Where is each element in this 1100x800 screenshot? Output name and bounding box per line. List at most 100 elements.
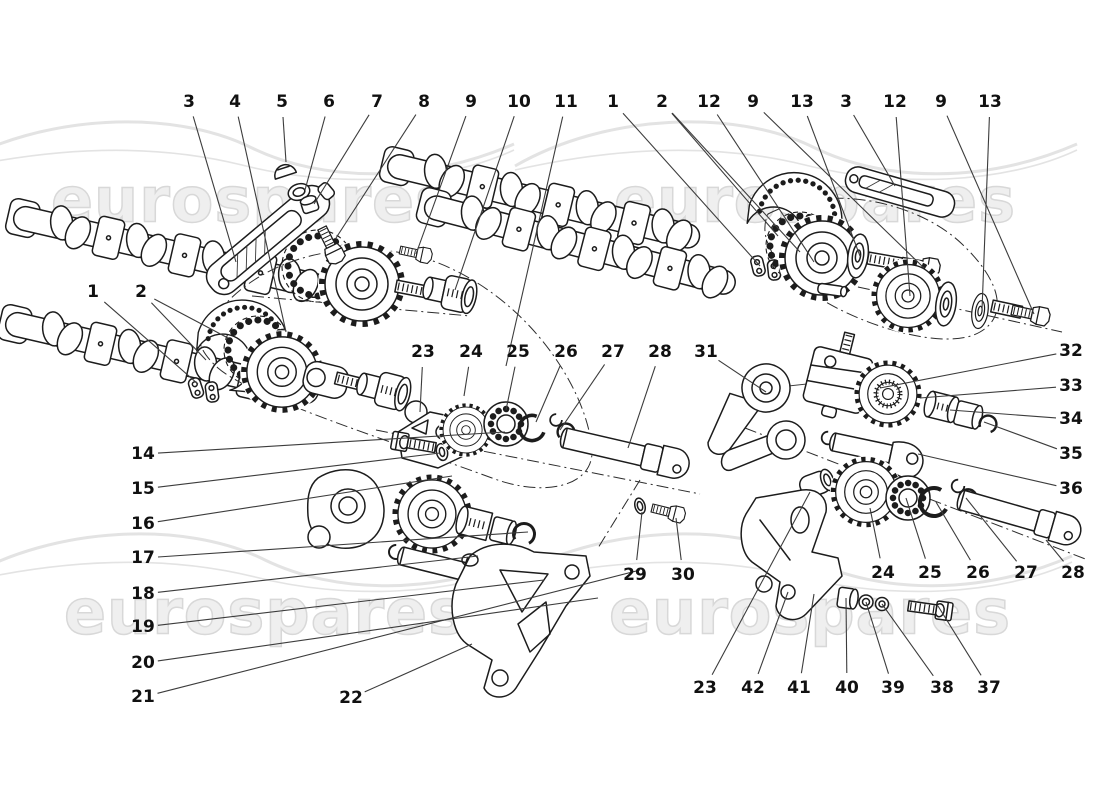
lever-shaft-36 — [828, 432, 924, 479]
part-number-label: 25 — [506, 342, 530, 362]
part-number-label: 35 — [1059, 444, 1083, 464]
watermark-text: eurospares — [64, 576, 466, 649]
part-number-label: 10 — [507, 92, 531, 112]
leader-line — [154, 298, 229, 339]
leader-line — [103, 301, 199, 385]
part-number-label: 7 — [371, 92, 383, 112]
leader-line — [881, 603, 934, 677]
leader-line — [983, 421, 1058, 450]
leader-line — [675, 517, 682, 561]
part-number-label: 24 — [459, 342, 483, 362]
leader-line — [917, 453, 1057, 487]
leader-line — [935, 501, 971, 561]
part-number-label: 23 — [693, 678, 717, 698]
part-number-label: 21 — [131, 687, 155, 707]
leader-line — [157, 475, 453, 523]
leader-line — [865, 601, 890, 674]
washer-center — [435, 442, 449, 462]
leader-line — [364, 643, 473, 693]
leader-line — [869, 507, 881, 559]
leader-line — [671, 112, 801, 253]
part-number-label: 24 — [871, 563, 895, 583]
part-number-label: 15 — [131, 479, 155, 499]
leader-line — [157, 555, 479, 593]
spacer-bushing-40 — [836, 586, 859, 610]
part-number-label: 2 — [135, 282, 147, 302]
leader-line — [800, 593, 815, 674]
part-number-label: 22 — [339, 688, 363, 708]
seal-ring — [287, 182, 311, 202]
leader-line — [335, 114, 417, 239]
leader-line — [282, 116, 287, 163]
spacer-shaft-28-right — [956, 489, 1082, 546]
part-number-label: 12 — [883, 92, 907, 112]
part-number-label: 9 — [465, 92, 477, 112]
chain-master-link-right — [749, 254, 782, 282]
part-number-label: 38 — [930, 678, 954, 698]
leader-line — [627, 366, 656, 449]
washer-29 — [633, 497, 647, 515]
part-number-label: 42 — [741, 678, 765, 698]
part-number-label: 3 — [183, 92, 195, 112]
part-number-label: 33 — [1059, 376, 1083, 396]
leader-line — [965, 497, 1018, 562]
part-number-label: 17 — [131, 548, 155, 568]
leader-line — [192, 116, 237, 263]
chain-tensioner-pad-left — [205, 182, 336, 296]
part-number-label: 26 — [554, 342, 578, 362]
tensioner-bushing-left-lower — [354, 366, 414, 412]
leader-line-layer — [103, 112, 1064, 694]
part-number-label: 13 — [790, 92, 814, 112]
mounting-bracket-right — [740, 489, 843, 621]
leader-line — [949, 409, 1057, 419]
part-number-label: 28 — [648, 342, 672, 362]
part-number-label: 13 — [978, 92, 1002, 112]
leader-line — [157, 579, 545, 626]
part-number-label: 4 — [229, 92, 241, 112]
part-number-label: 19 — [131, 617, 155, 637]
tensioner-sprocket-33 — [854, 360, 923, 429]
part-number-label: 40 — [835, 678, 859, 698]
line-art-layer — [0, 138, 1089, 698]
mounting-bracket-left — [451, 543, 591, 698]
part-number-label: 34 — [1059, 409, 1083, 429]
leader-line — [895, 116, 911, 297]
part-number-label: 25 — [918, 563, 942, 583]
part-number-label: 27 — [1014, 563, 1038, 583]
rocker-arm-upper — [707, 363, 791, 455]
part-number-label: 16 — [131, 514, 155, 534]
leader-line — [415, 115, 467, 255]
rocker-arm-lower — [720, 420, 806, 472]
leader-line — [1045, 539, 1064, 562]
part-number-label: 37 — [977, 678, 1001, 698]
spacer-washer-13 — [969, 291, 991, 331]
leader-line — [806, 115, 861, 257]
leader-line — [157, 431, 506, 454]
part-number-label: 12 — [697, 92, 721, 112]
leader-line — [946, 115, 1035, 315]
part-number-label: 30 — [671, 565, 695, 585]
leader-line — [505, 116, 564, 367]
leader-line — [151, 302, 207, 361]
pad-fitting — [299, 195, 320, 215]
leader-line — [157, 569, 641, 694]
part-number-label: 14 — [131, 444, 155, 464]
cap-plug — [274, 163, 298, 180]
leader-line — [853, 114, 896, 187]
leader-line — [454, 116, 515, 291]
leader-line — [505, 366, 516, 411]
spacer-shaft-28-left — [559, 427, 690, 479]
leader-line — [419, 366, 423, 413]
part-number-label: 8 — [418, 92, 430, 112]
watermark: eurospares — [0, 532, 529, 649]
leader-line — [559, 364, 606, 431]
part-number-label: 29 — [623, 565, 647, 585]
leader-line — [879, 353, 1057, 389]
leader-line — [711, 491, 811, 676]
part-number-label: 6 — [323, 92, 335, 112]
leader-line — [157, 452, 441, 488]
leader-line — [622, 112, 761, 267]
part-number-label: 23 — [411, 342, 435, 362]
